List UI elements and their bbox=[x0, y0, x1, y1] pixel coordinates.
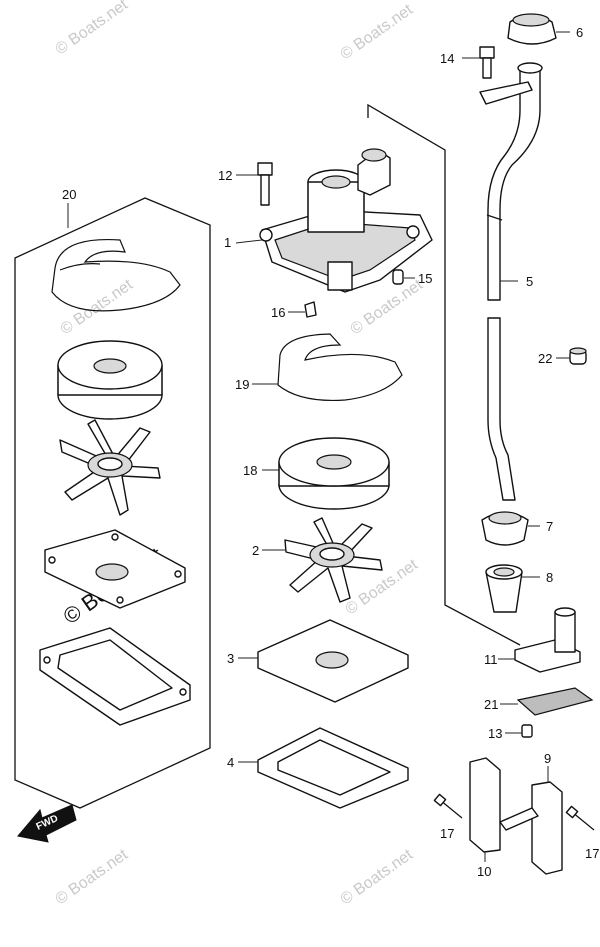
label-17-right: 17 bbox=[585, 846, 599, 861]
seal-8 bbox=[485, 564, 540, 613]
label-15: 15 bbox=[418, 271, 432, 286]
spring-19 bbox=[252, 333, 403, 402]
plate-3 bbox=[238, 619, 409, 703]
label-16: 16 bbox=[271, 305, 285, 320]
watermark-3: © Boats.net bbox=[58, 276, 137, 338]
label-11: 11 bbox=[484, 652, 498, 667]
water-tube-5 bbox=[486, 62, 543, 501]
label-4: 4 bbox=[227, 755, 234, 770]
label-8: 8 bbox=[546, 570, 553, 585]
watermark-7: © Boats.net bbox=[338, 846, 417, 908]
label-12: 12 bbox=[218, 168, 232, 183]
grommet-7 bbox=[481, 511, 540, 546]
label-6: 6 bbox=[576, 25, 583, 40]
label-5: 5 bbox=[526, 274, 533, 289]
label-21: 21 bbox=[484, 697, 498, 712]
watermark-6: © Boats.net bbox=[53, 846, 132, 908]
label-1: 1 bbox=[224, 235, 231, 250]
kit-gasket bbox=[39, 627, 191, 726]
screw-13 bbox=[505, 724, 533, 738]
impeller-2 bbox=[262, 517, 383, 603]
pump-case bbox=[235, 169, 433, 293]
bolt-12 bbox=[236, 162, 273, 206]
part-labels: 20 1 12 15 16 19 18 2 3 4 14 6 5 22 7 8 … bbox=[62, 25, 599, 879]
label-18: 18 bbox=[243, 463, 257, 478]
label-14: 14 bbox=[440, 51, 454, 66]
label-17-left: 17 bbox=[440, 826, 454, 841]
leader-1 bbox=[235, 239, 263, 244]
kit-spring bbox=[51, 238, 181, 312]
fwd-arrow-icon: FWD bbox=[17, 804, 77, 843]
cap-22 bbox=[556, 347, 587, 365]
kit-outline bbox=[14, 197, 211, 809]
kit-plate bbox=[44, 529, 186, 609]
tube-bracket-frame bbox=[367, 103, 521, 646]
screen-21 bbox=[500, 687, 594, 716]
repair-kit-frame bbox=[14, 197, 211, 809]
label-3: 3 bbox=[227, 651, 234, 666]
bolt-14 bbox=[462, 46, 533, 105]
label-7: 7 bbox=[546, 519, 553, 534]
screws-17 bbox=[433, 793, 595, 831]
case-tube bbox=[357, 148, 391, 196]
kit-spring-shape bbox=[51, 238, 181, 312]
label-19: 19 bbox=[235, 377, 249, 392]
dowel-15 bbox=[392, 269, 415, 285]
label-10: 10 bbox=[477, 864, 491, 879]
label-9: 9 bbox=[544, 751, 551, 766]
grommet-6 bbox=[507, 13, 570, 45]
label-22: 22 bbox=[538, 351, 552, 366]
key-16 bbox=[288, 301, 317, 318]
label-2: 2 bbox=[252, 543, 259, 558]
kit-liner bbox=[57, 340, 163, 420]
label-13: 13 bbox=[488, 726, 502, 741]
connector-11 bbox=[498, 607, 581, 673]
kit-impeller bbox=[59, 419, 161, 516]
gasket-4 bbox=[238, 727, 409, 809]
liner-18 bbox=[262, 437, 390, 510]
bracket-9 bbox=[499, 766, 563, 875]
label-20: 20 bbox=[62, 187, 76, 202]
watermark-1: © Boats.net bbox=[53, 0, 132, 58]
watermark-2: © Boats.net bbox=[338, 1, 417, 63]
bracket-10 bbox=[469, 757, 501, 862]
